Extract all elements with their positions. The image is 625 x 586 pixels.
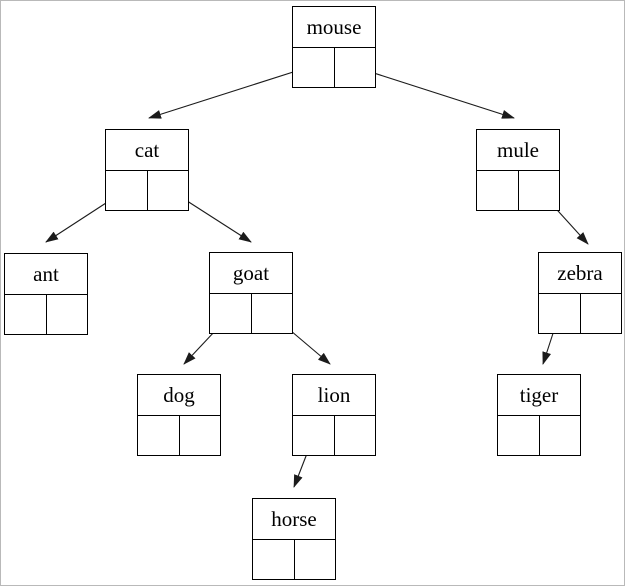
left-pointer-cell bbox=[477, 171, 519, 211]
node-label: dog bbox=[138, 375, 220, 416]
left-pointer-cell bbox=[539, 294, 581, 334]
node-label: mouse bbox=[293, 7, 375, 48]
pointer-cells bbox=[293, 48, 375, 88]
pointer-cells bbox=[539, 294, 621, 334]
pointer-cells bbox=[498, 416, 580, 456]
right-pointer-cell bbox=[180, 416, 221, 456]
node-label: cat bbox=[106, 130, 188, 171]
tree-node-cat: cat bbox=[105, 129, 189, 211]
tree-node-zebra: zebra bbox=[538, 252, 622, 334]
edge-mouse-right-to-mule bbox=[351, 65, 515, 119]
right-pointer-cell bbox=[519, 171, 560, 211]
right-pointer-cell bbox=[148, 171, 189, 211]
pointer-cells bbox=[5, 295, 87, 335]
left-pointer-cell bbox=[293, 48, 335, 88]
node-label: ant bbox=[5, 254, 87, 295]
left-pointer-cell bbox=[293, 416, 335, 456]
pointer-cells bbox=[253, 540, 335, 580]
node-label: lion bbox=[293, 375, 375, 416]
right-pointer-cell bbox=[47, 295, 88, 335]
left-pointer-cell bbox=[138, 416, 180, 456]
left-pointer-cell bbox=[5, 295, 47, 335]
pointer-cells bbox=[293, 416, 375, 456]
tree-node-ant: ant bbox=[4, 253, 88, 335]
pointer-cells bbox=[138, 416, 220, 456]
left-pointer-cell bbox=[106, 171, 148, 211]
tree-node-tiger: tiger bbox=[497, 374, 581, 456]
pointer-cells bbox=[106, 171, 188, 211]
node-label: goat bbox=[210, 253, 292, 294]
right-pointer-cell bbox=[540, 416, 581, 456]
tree-node-mule: mule bbox=[476, 129, 560, 211]
right-pointer-cell bbox=[335, 48, 376, 88]
edge-mouse-left-to-cat bbox=[148, 65, 313, 119]
tree-node-goat: goat bbox=[209, 252, 293, 334]
node-label: mule bbox=[477, 130, 559, 171]
pointer-cells bbox=[477, 171, 559, 211]
right-pointer-cell bbox=[295, 540, 336, 580]
left-pointer-cell bbox=[253, 540, 295, 580]
node-label: tiger bbox=[498, 375, 580, 416]
node-label: zebra bbox=[539, 253, 621, 294]
pointer-cells bbox=[210, 294, 292, 334]
right-pointer-cell bbox=[252, 294, 293, 334]
tree-node-dog: dog bbox=[137, 374, 221, 456]
left-pointer-cell bbox=[210, 294, 252, 334]
tree-node-horse: horse bbox=[252, 498, 336, 580]
tree-node-lion: lion bbox=[292, 374, 376, 456]
right-pointer-cell bbox=[581, 294, 622, 334]
tree-node-mouse: mouse bbox=[292, 6, 376, 88]
left-pointer-cell bbox=[498, 416, 540, 456]
node-label: horse bbox=[253, 499, 335, 540]
right-pointer-cell bbox=[335, 416, 376, 456]
